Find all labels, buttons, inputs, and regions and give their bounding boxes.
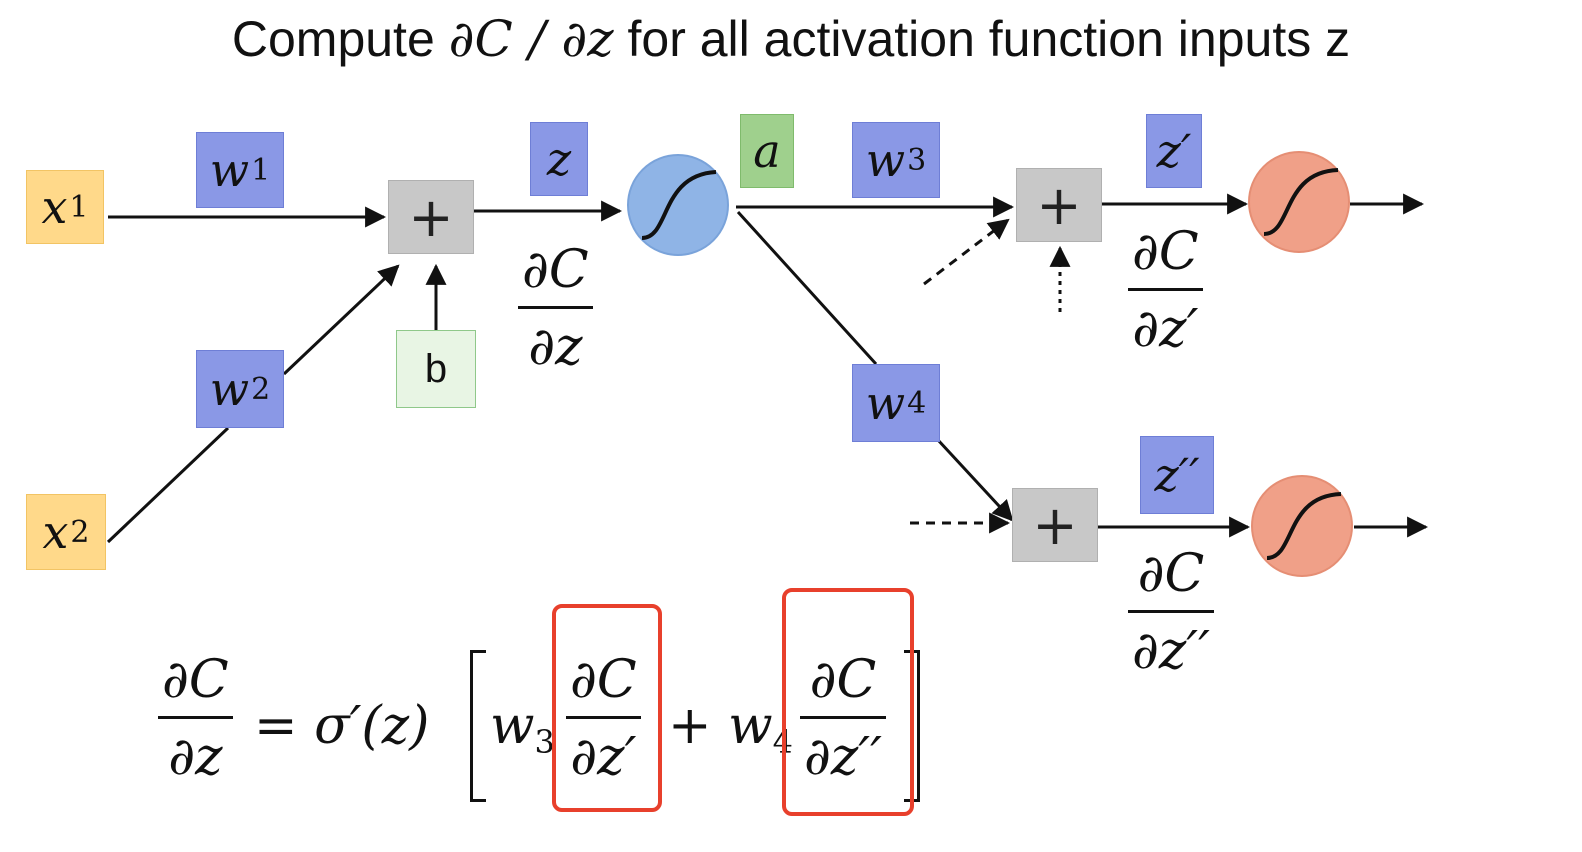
label-z-prime: z′	[1146, 114, 1202, 188]
title-prefix: Compute	[231, 11, 449, 67]
sigmoid-icon	[1251, 475, 1353, 577]
page-title: Compute ∂C / ∂z for all activation funct…	[0, 10, 1582, 68]
equation-lhs: ∂C∂z	[158, 654, 233, 783]
fraction-dc-dz: ∂C∂z	[518, 244, 593, 373]
sum-node-top: +	[1016, 168, 1102, 242]
equation-term2: ∂C∂z′′	[800, 654, 886, 783]
sigmoid-icon	[1248, 151, 1350, 253]
bias-b: b	[396, 330, 476, 408]
sum-node: +	[388, 180, 474, 254]
title-suffix: for all activation function inputs z	[613, 11, 1351, 67]
equation-sigma: = σ′(z)	[254, 696, 430, 756]
fraction-dc-dz-prime: ∂C∂z′	[1128, 226, 1203, 355]
wire-w2-plus	[282, 264, 400, 376]
wire-a-w4	[736, 210, 878, 366]
highlight-term1	[552, 604, 662, 812]
equation-plus-w4: + w4	[668, 696, 793, 761]
highlight-term2	[782, 588, 914, 816]
wire-dashed-top	[923, 218, 1010, 286]
sigmoid-icon	[627, 154, 729, 256]
label-z: z	[530, 122, 588, 196]
equation-w3: w3	[490, 696, 555, 761]
wire-w4-plus-bottom	[936, 438, 1014, 522]
sum-node-bottom: +	[1012, 488, 1098, 562]
title-math: ∂C / ∂z	[448, 10, 614, 68]
label-z-double-prime: z′′	[1140, 436, 1214, 514]
equation-term1: ∂C∂z′	[566, 654, 641, 783]
label-a: a	[740, 114, 794, 188]
fraction-dc-dz-double-prime: ∂C∂z′′	[1128, 548, 1214, 677]
left-bracket	[470, 650, 486, 802]
wire-x2-w2	[106, 426, 230, 544]
